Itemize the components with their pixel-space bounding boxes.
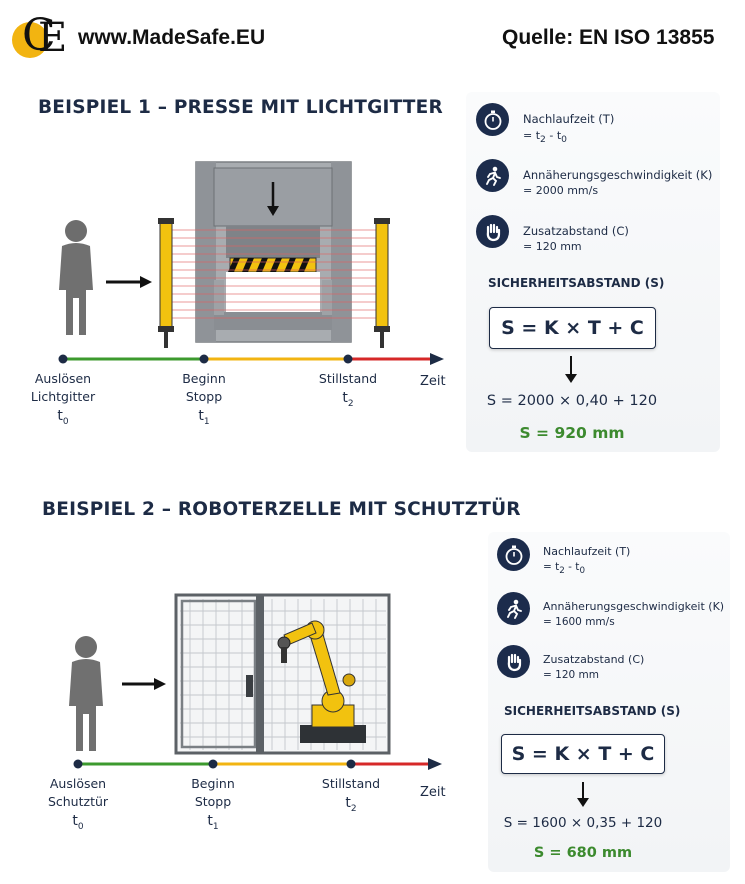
approach-arrow-icon — [106, 276, 152, 288]
param-value: = t2 - t0 — [523, 129, 567, 146]
param-value: = 1600 mm/s — [543, 616, 615, 628]
param-value: = 120 mm — [543, 669, 599, 681]
timeline-1-axis — [58, 353, 444, 365]
timeline-2-t1: t1 — [207, 813, 219, 832]
timeline-label: Auslösen — [34, 371, 92, 386]
timeline-1-axis-label: Zeit — [420, 374, 446, 389]
logo-letter-e: E — [38, 15, 68, 61]
timeline-label: Auslösen — [49, 776, 107, 791]
light-curtain-left — [158, 218, 174, 348]
approach-arrow-icon — [122, 678, 166, 690]
param-name: Annäherungsgeschwindigkeit (K) — [523, 168, 713, 182]
logo-circle — [12, 22, 48, 58]
timeline-2-axis — [73, 758, 442, 770]
param-name: Nachlaufzeit (T) — [523, 112, 615, 126]
timeline-2-point-0: Auslösen Schutztür — [33, 775, 123, 811]
timeline-2-point-2: Stillstand — [306, 775, 396, 793]
timeline-1-point-2: Stillstand — [303, 370, 393, 388]
robot-cell-illustration — [69, 593, 391, 755]
timeline-label: Beginn — [191, 776, 235, 791]
param-value: = 120 mm — [523, 240, 582, 253]
calculation: S = 2000 × 0,40 + 120 — [486, 393, 658, 409]
timeline-2-t2: t2 — [345, 795, 357, 814]
formula-box: S = K × T + C — [489, 307, 656, 349]
param-value: = t2 - t0 — [543, 561, 586, 577]
timeline-label: Lichtgitter — [30, 389, 96, 405]
param-name: Nachlaufzeit (T) — [543, 545, 631, 558]
light-curtain-right — [374, 218, 390, 348]
param-name: Zusatzabstand (C) — [543, 653, 645, 666]
result: S = 920 mm — [519, 424, 625, 442]
safety-distance-title: SICHERHEITSABSTAND (S) — [504, 704, 681, 718]
timeline-label: Stillstand — [318, 371, 378, 386]
calculation: S = 1600 × 0,35 + 120 — [503, 815, 663, 831]
timeline-1-point-1: Beginn Stopp — [159, 370, 249, 406]
logo-letter-c: C — [22, 10, 56, 61]
timeline-1-t2: t2 — [342, 390, 354, 409]
press-illustration — [59, 161, 390, 348]
timeline-1-t1: t1 — [198, 408, 210, 427]
param-name: Zusatzabstand (C) — [523, 224, 629, 238]
down-arrow-icon — [577, 782, 589, 807]
timeline-1-point-0: Auslösen Lichtgitter — [18, 370, 108, 406]
running-person-icon — [476, 159, 509, 192]
formula-box: S = K × T + C — [501, 734, 665, 774]
timeline-2-t0: t0 — [72, 813, 84, 832]
light-curtain-beams — [172, 229, 380, 319]
timeline-2-point-1: Beginn Stopp — [168, 775, 258, 811]
safety-distance-title: SICHERHEITSABSTAND (S) — [488, 276, 665, 290]
param-name: Annäherungsgeschwindigkeit (K) — [543, 600, 725, 613]
stopwatch-icon — [476, 103, 509, 136]
timeline-label: Beginn — [182, 371, 226, 386]
website-link[interactable]: www.MadeSafe.EU — [78, 26, 266, 49]
timeline-label: Stopp — [185, 389, 223, 405]
result: S = 680 mm — [533, 845, 633, 861]
source-note: Quelle: EN ISO 13855 — [502, 26, 715, 49]
example-1-title: BEISPIEL 1 – PRESSE MIT LICHTGITTER — [38, 97, 443, 118]
stopwatch-icon — [497, 538, 530, 571]
hand-icon — [497, 645, 530, 678]
example-2-info-panel — [488, 532, 730, 872]
hand-icon — [476, 215, 509, 248]
timeline-label: Stopp — [194, 794, 232, 810]
person-icon — [69, 636, 103, 751]
param-value: = 2000 mm/s — [523, 184, 599, 197]
timeline-label: Stillstand — [321, 776, 381, 791]
person-icon — [59, 220, 93, 335]
example-2-title: BEISPIEL 2 – ROBOTERZELLE MIT SCHUTZTÜR — [42, 499, 521, 520]
timeline-1-t0: t0 — [57, 408, 69, 427]
press-machine — [195, 161, 352, 343]
timeline-label: Schutztür — [47, 794, 109, 810]
example-1-info-panel — [466, 92, 720, 452]
industrial-robot — [277, 620, 366, 743]
down-arrow-icon — [565, 356, 577, 383]
timeline-2-axis-label: Zeit — [420, 785, 446, 800]
running-person-icon — [497, 592, 530, 625]
